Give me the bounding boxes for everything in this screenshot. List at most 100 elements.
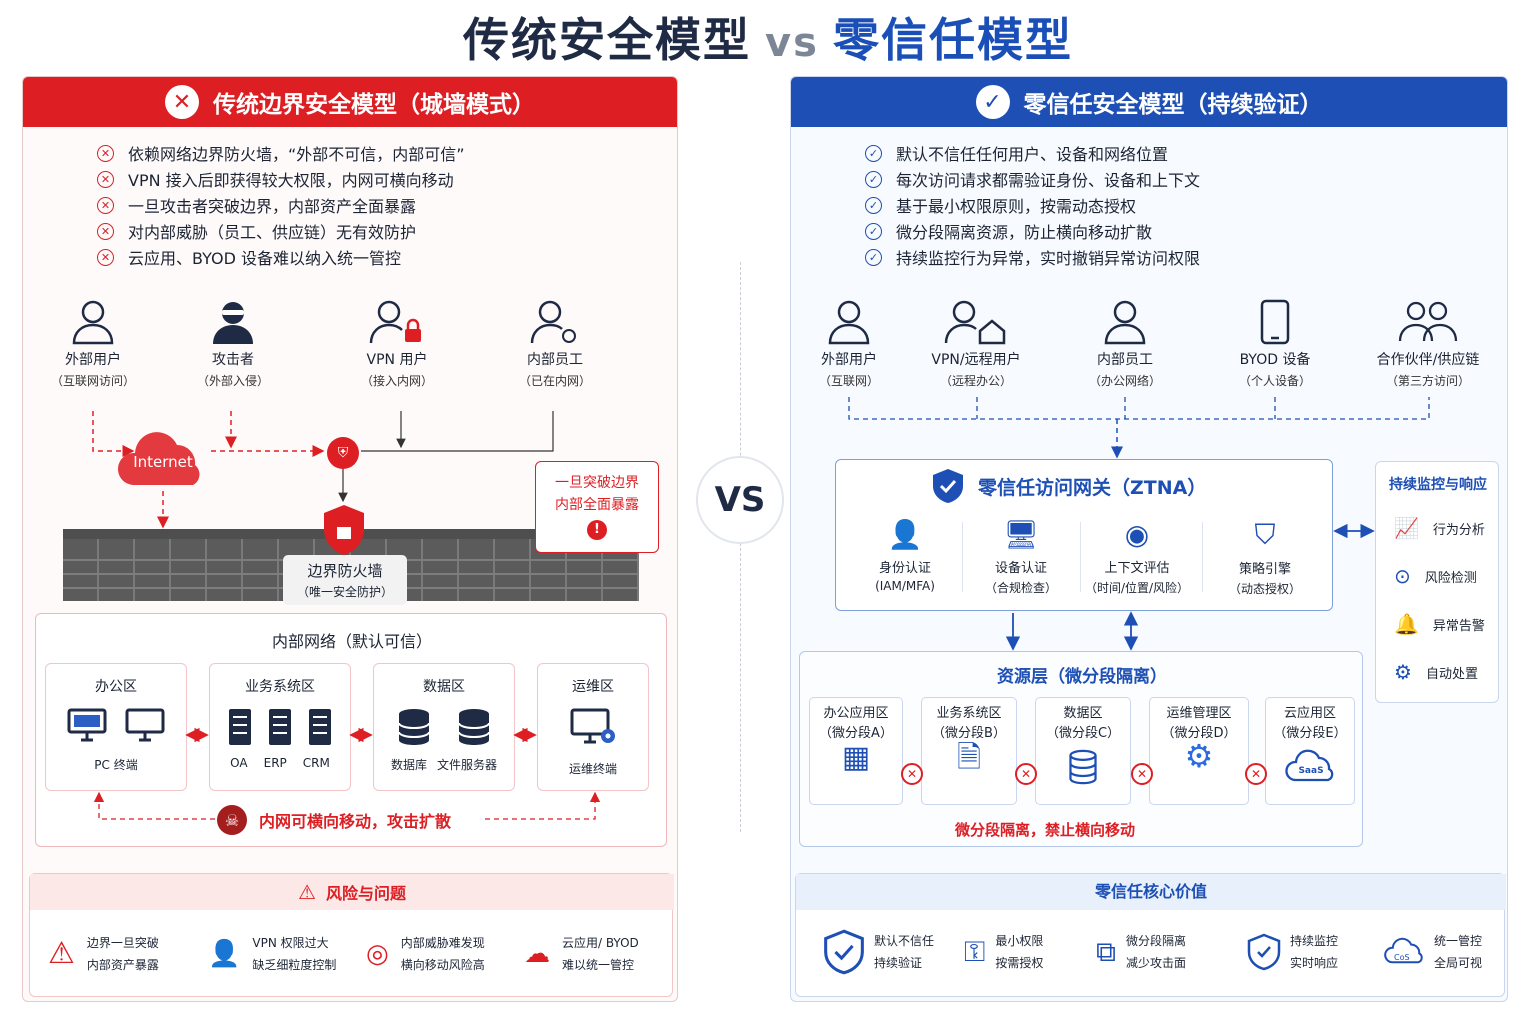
- vs-badge: VS: [696, 456, 784, 544]
- segment-sub: （微分段B）: [932, 726, 1006, 741]
- firewall-label: 边界防火墙（唯一安全防护）: [283, 555, 407, 605]
- segment-office: 办公应用区（微分段A）▦: [809, 697, 903, 805]
- cloud-label: CoS: [1394, 953, 1410, 962]
- bullet-text: 基于最小权限原则，按需动态授权: [896, 197, 1137, 216]
- zone-item: 文件服务器: [437, 758, 498, 772]
- internet-cloud: Internet: [115, 429, 211, 489]
- gateway-node-icon: ⛨: [327, 437, 359, 469]
- internal-network-title: 内部网络（默认可信）: [271, 632, 432, 651]
- x-circle-icon: ✕: [97, 170, 114, 188]
- actor-sub: （接入内网）: [360, 374, 433, 388]
- bullet-text: VPN 接入后即获得较大权限，内网可横向移动: [128, 171, 454, 190]
- zero-trust-header: ✓零信任安全模型（持续验证）: [791, 77, 1507, 127]
- segment-data: 数据区（微分段C）: [1035, 697, 1131, 805]
- saas-label: SaaS: [1298, 766, 1324, 776]
- database-icon: [458, 709, 490, 745]
- zero-trust-header-text: 零信任安全模型（持续验证）: [1023, 92, 1323, 118]
- grid-apps-icon: ▦: [841, 740, 871, 775]
- risk-line: 难以统一管控: [562, 958, 635, 972]
- value-line: 减少攻击面: [1126, 956, 1187, 970]
- actor-external-user: 外部用户（互联网）: [809, 299, 889, 389]
- actor-name: VPN/远程用户: [931, 352, 1021, 368]
- risk-line: 缺乏细粒度控制: [252, 958, 337, 972]
- shield-check-icon: [933, 469, 963, 503]
- segment-cloud: 云应用区（微分段E）SaaS: [1265, 697, 1355, 805]
- actor-sub: （互联网）: [818, 374, 879, 388]
- check-circle-icon: ✓: [865, 144, 882, 162]
- firewall-sub: （唯一安全防护）: [296, 585, 393, 599]
- segment-sub: （微分段A）: [819, 726, 893, 741]
- risk-detect-icon: ⊙: [1394, 564, 1411, 588]
- actor-sub: （已在内网）: [518, 374, 591, 388]
- value-line: 最小权限: [995, 934, 1044, 948]
- zone-item: ERP: [263, 756, 287, 770]
- segment-name: 数据区: [1063, 706, 1103, 721]
- zone-item: PC 终端: [94, 758, 138, 772]
- bullet-text: 云应用、BYOD 设备难以纳入统一管控: [128, 249, 402, 268]
- bullet-text: 对内部威胁（员工、供应链）无有效防护: [128, 223, 417, 242]
- risk-line: 边界一旦突破: [86, 936, 159, 950]
- cloud-icon: [117, 432, 200, 485]
- core-value-section: 零信任核心价值 默认不信任持续验证 ⚿最小权限按需授权 ⧉微分段隔离减少攻击面 …: [795, 873, 1506, 997]
- bullet-item: ✓ 基于最小权限原则，按需动态授权: [865, 193, 1136, 217]
- bullet-item: ✓微分段隔离资源，防止横向移动扩散: [865, 219, 1152, 243]
- actor-name: 合作伙伴/供应链: [1376, 352, 1480, 368]
- database-icon: [1069, 749, 1097, 785]
- ztna-item-sub: （动态授权）: [1228, 582, 1301, 596]
- segment-isolation-note: 微分段隔离，禁止横向移动: [955, 821, 1136, 839]
- risk-line: 内部威胁难发现: [400, 936, 485, 950]
- zone-item: CRM: [302, 756, 330, 770]
- check-circle-icon: ✓: [865, 170, 882, 188]
- actor-name: 外部用户: [65, 352, 121, 368]
- check-circle-icon: ✓: [865, 196, 882, 214]
- ztna-title-row: 零信任访问网关（ZTNA）: [932, 468, 1206, 504]
- user-home-icon: [944, 300, 1006, 345]
- user-icon: [1104, 300, 1146, 345]
- bullet-item: ✕一旦攻击者突破边界，内部资产全面暴露: [97, 193, 416, 217]
- lateral-arrows: [93, 727, 601, 820]
- server-icon: [229, 709, 251, 745]
- zone-office: 办公区 PC 终端: [45, 663, 187, 791]
- monitor-label: 异常告警: [1432, 618, 1485, 634]
- user-verify-icon: 👤: [887, 518, 923, 551]
- location-user-icon: ◎: [366, 939, 389, 969]
- block-x-icon: ✕: [901, 763, 923, 785]
- actor-internal-employee: 内部员工（办公网络）: [1085, 299, 1165, 389]
- ztna-device: 🖥设备认证（合规检查）: [966, 518, 1076, 596]
- bullet-item: ✓默认不信任任何用户、设备和网络位置: [865, 141, 1168, 165]
- title-right: 零信任模型: [832, 13, 1073, 67]
- x-circle-icon: ✕: [97, 248, 114, 266]
- check-circle-icon: ✓: [865, 222, 882, 240]
- zone-item: 运维终端: [568, 762, 617, 776]
- zone-name: 业务系统区: [245, 679, 315, 695]
- divider: [1080, 522, 1081, 592]
- firewall-shield: [321, 503, 367, 557]
- monitor-icon: [67, 708, 107, 742]
- actor-sub: （外部入侵）: [196, 374, 269, 388]
- database-icon: [398, 709, 430, 745]
- value-item: 持续监控实时响应: [1247, 930, 1338, 974]
- bullet-item: ✕ VPN 接入后即获得较大权限，内网可横向移动: [97, 167, 454, 191]
- ops-icon-wrap: [538, 708, 648, 750]
- value-line: 持续验证: [874, 956, 923, 970]
- monitor-label: 自动处置: [1425, 666, 1478, 682]
- segment-sub: （微分段D）: [1161, 726, 1237, 741]
- cloud-gear-icon: ☁: [524, 939, 550, 969]
- database-icon-wrap: [1036, 749, 1130, 791]
- divider: [1202, 522, 1203, 592]
- document-icon: 🗎: [956, 740, 982, 775]
- ztna-item-name: 策略引擎: [1238, 562, 1291, 577]
- ztna-item-sub: （时间/位置/风险）: [1084, 581, 1190, 595]
- actor-sub: （第三方访问）: [1385, 374, 1470, 388]
- monitor-label: 风险检测: [1424, 570, 1477, 586]
- lateral-text: 内网可横向移动，攻击扩散: [259, 812, 452, 831]
- ztna-item-name: 身份认证: [878, 561, 931, 576]
- actor-sub: （办公网络）: [1088, 374, 1161, 388]
- hacker-icon: [213, 302, 253, 344]
- segment-name: 运维管理区: [1166, 706, 1232, 721]
- segment-name: 业务系统区: [936, 706, 1002, 721]
- monitoring-title: 持续监控与响应: [1389, 477, 1487, 493]
